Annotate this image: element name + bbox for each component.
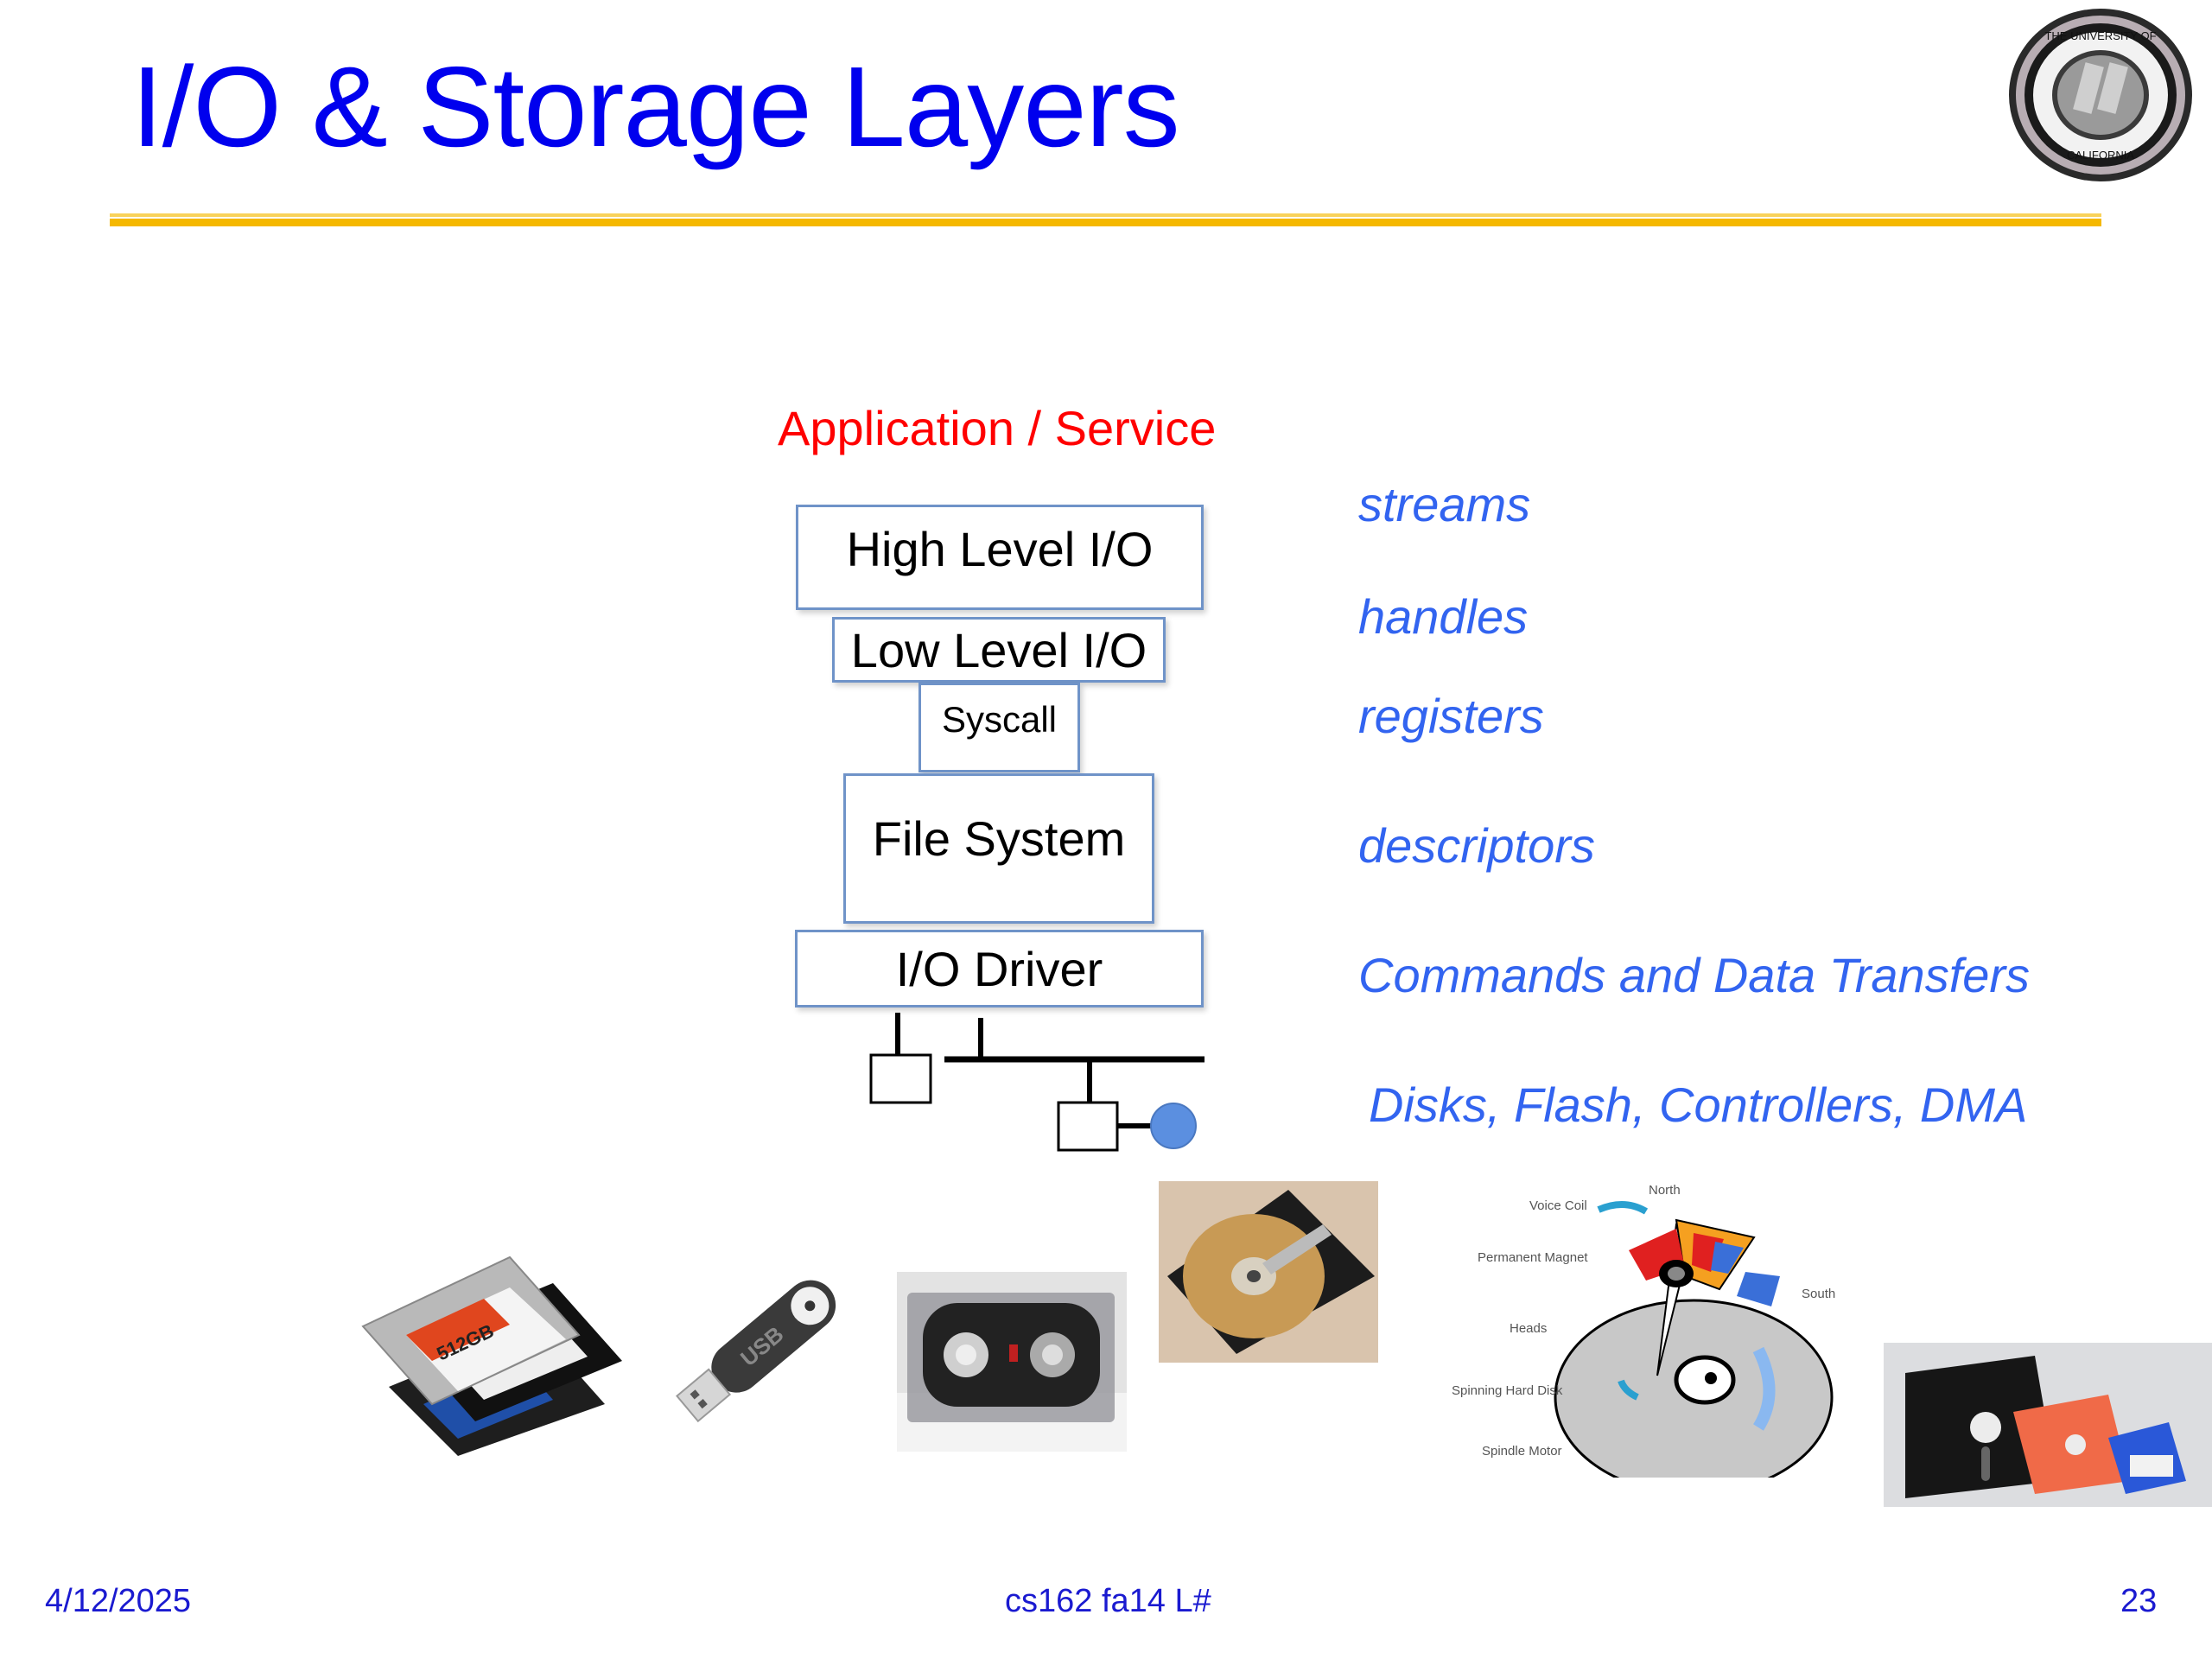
controller-box-left [869, 1053, 932, 1104]
layer-high-level-io: High Level I/O [796, 505, 1204, 610]
layer-label: I/O Driver [895, 941, 1103, 996]
annotation-registers: registers [1358, 689, 1544, 743]
svg-text:Voice Coil: Voice Coil [1529, 1198, 1587, 1213]
floppy-disks-image [1884, 1343, 2212, 1507]
layer-syscall: Syscall [918, 683, 1080, 772]
title-rule-thin [110, 213, 2101, 217]
layer-label: High Level I/O [846, 521, 1154, 576]
slide-title: I/O & Storage Layers [131, 43, 1180, 170]
layer-low-level-io: Low Level I/O [832, 617, 1166, 683]
annotation-descriptors: descriptors [1358, 818, 1595, 873]
footer-date: 4/12/2025 [45, 1583, 192, 1619]
footer-page-number: 23 [2120, 1583, 2158, 1619]
layer-label: File System [872, 810, 1126, 866]
layer-io-driver: I/O Driver [795, 930, 1204, 1007]
footer-course: cs162 fa14 L# [1005, 1583, 1211, 1619]
svg-text:Spindle Motor: Spindle Motor [1482, 1444, 1562, 1459]
svg-text:North: North [1649, 1183, 1681, 1198]
device-circle-icon [1150, 1103, 1197, 1149]
hard-disk-diagram-image: Voice Coil North Permanent Magnet South … [1452, 1183, 1835, 1478]
university-seal-icon: THE UNIVERSITY OF CALIFORNIA [2009, 9, 2192, 181]
hard-disk-photo-image [1159, 1181, 1378, 1363]
svg-text:South: South [1802, 1287, 1835, 1301]
svg-text:CALIFORNIA: CALIFORNIA [2067, 149, 2134, 162]
layer-label: Low Level I/O [850, 622, 1147, 677]
svg-text:Permanent Magnet: Permanent Magnet [1478, 1250, 1588, 1265]
usb-flash-drive-image: USB [676, 1280, 836, 1423]
annotation-handles: handles [1358, 589, 1529, 644]
layer-file-system: File System [843, 773, 1154, 924]
annotation-commands: Commands and Data Transfers [1358, 948, 2031, 1002]
cassette-tape-image [897, 1272, 1127, 1452]
svg-text:Heads: Heads [1510, 1321, 1547, 1336]
layer-label: Syscall [941, 699, 1058, 740]
controller-box-right [1057, 1101, 1119, 1152]
svg-text:THE UNIVERSITY OF: THE UNIVERSITY OF [2044, 29, 2156, 42]
hardware-bus-diagram [869, 1013, 1205, 1152]
ssd-drives-image: 512GB [361, 1255, 622, 1456]
svg-text:Spinning Hard Disk: Spinning Hard Disk [1452, 1383, 1563, 1398]
annotation-streams: streams [1358, 477, 1531, 531]
application-service-label: Application / Service [778, 401, 1217, 455]
annotation-hardware: Disks, Flash, Controllers, DMA [1369, 1077, 2028, 1132]
title-rule-thick [110, 219, 2101, 226]
